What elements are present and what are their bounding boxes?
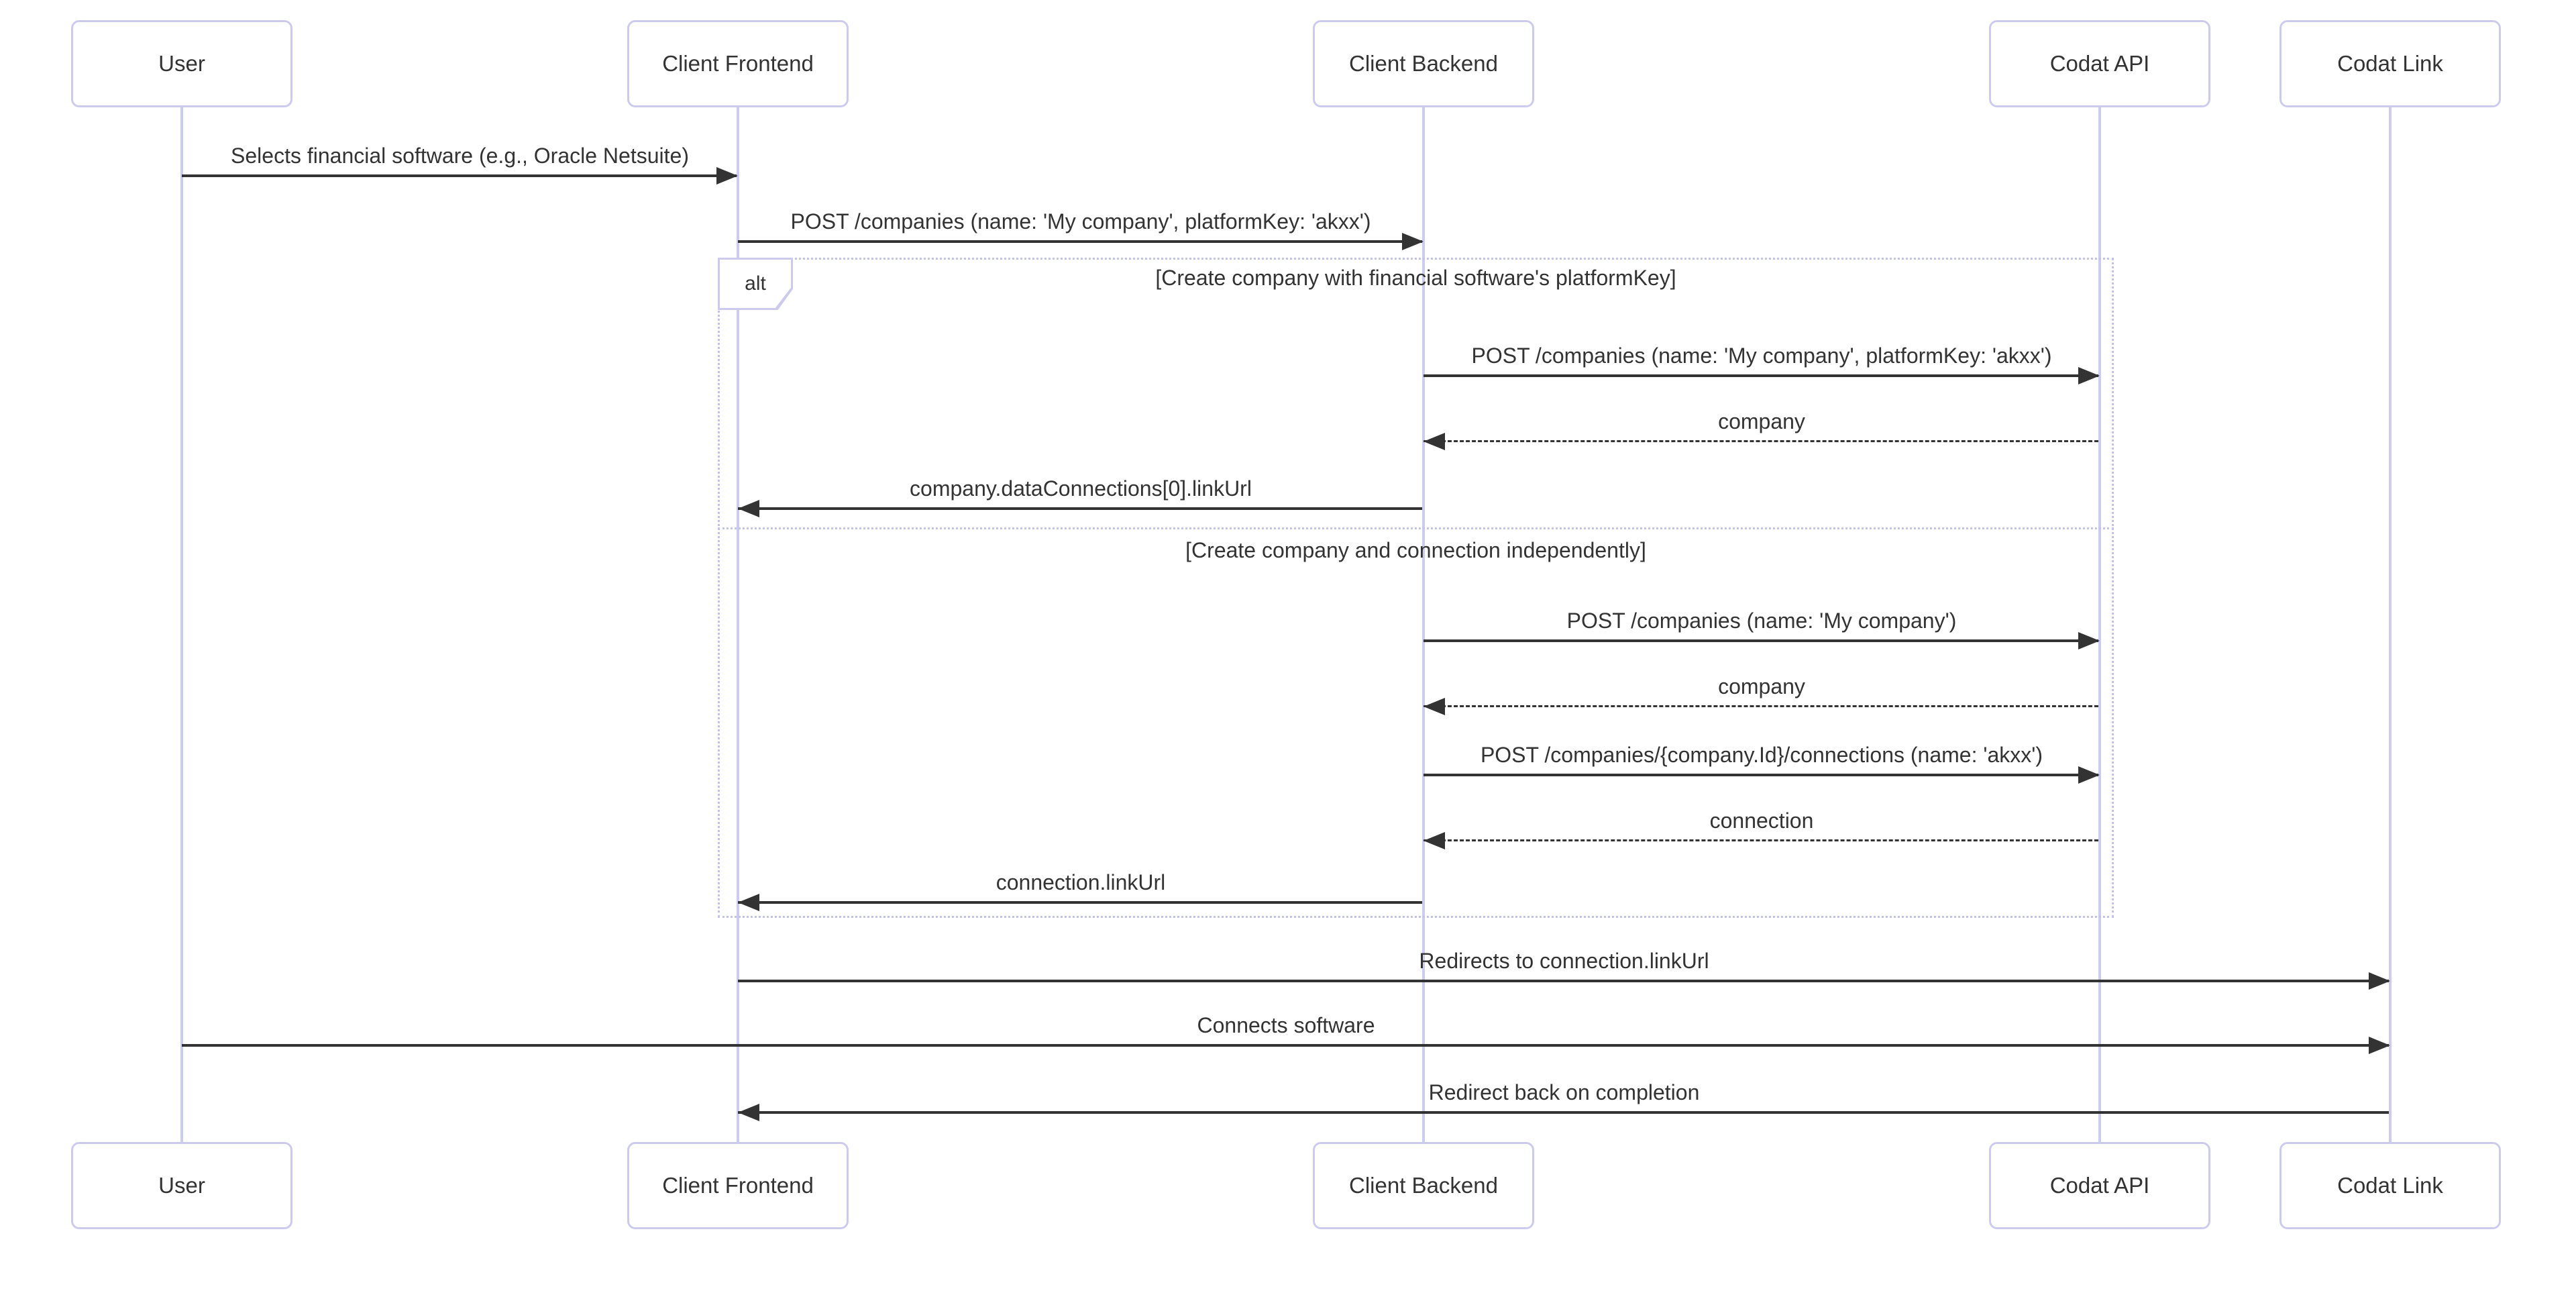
actor-codat-link-bottom: Codat Link [2279,1142,2501,1229]
message-label: POST /companies (name: 'My company') [1566,609,1957,633]
message-label: POST /companies/{company.Id}/connections… [1480,743,2043,767]
message-company-reply-2: company [1424,672,2100,715]
arrowhead-left-icon [738,894,759,911]
message-label: company.dataConnections[0].linkUrl [910,476,1252,501]
actor-label: Codat Link [2337,51,2443,76]
lifeline-user [180,107,183,1143]
message-label: Connects software [1197,1013,1375,1037]
message-label: Selects financial software (e.g., Oracle… [231,144,689,168]
actor-label: Client Frontend [662,51,814,76]
arrowhead-left-icon [1424,698,1445,715]
arrowhead-right-icon [716,167,738,185]
alt-section-divider [718,527,2114,529]
actor-codat-api-top: Codat API [1989,20,2210,107]
message-connection-reply: connection [1424,806,2100,849]
alt-label: alt [720,260,791,308]
arrow-line [1424,639,2098,642]
arrow-line [738,507,1422,510]
actor-client-frontend-bottom: Client Frontend [627,1142,849,1229]
alt-condition-1: [Create company with financial software'… [1155,266,1676,290]
message-post-companies-platformkey-fe: POST /companies (name: 'My company', pla… [738,207,1424,250]
arrow-line [738,901,1422,904]
lifeline-client-frontend [737,107,739,1143]
arrow-line [738,1111,2389,1114]
message-connects-software: Connects software [182,1010,2390,1054]
actor-client-backend-bottom: Client Backend [1313,1142,1534,1229]
lifeline-codat-link [2389,107,2392,1143]
actor-label: Codat API [2049,51,2150,76]
message-label: company [1718,674,1805,698]
alt-label-tag: alt [718,258,793,310]
actor-user-top: User [71,20,292,107]
arrowhead-left-icon [1424,832,1445,849]
message-label: POST /companies (name: 'My company', pla… [790,209,1371,233]
actor-client-frontend-top: Client Frontend [627,20,849,107]
arrow-line [1424,374,2098,377]
arrow-line [182,1044,2389,1047]
message-redirect-back: Redirect back on completion [738,1078,2390,1121]
actor-codat-api-bottom: Codat API [1989,1142,2210,1229]
actor-label: Client Backend [1349,1173,1498,1198]
message-label: connection.linkUrl [996,870,1166,894]
arrow-line-dashed [1424,440,2098,442]
actor-label: Client Frontend [662,1173,814,1198]
actor-label: Codat API [2049,1173,2150,1198]
message-label: Redirect back on completion [1428,1080,1700,1104]
message-label: connection [1709,809,1814,833]
actor-user-bottom: User [71,1142,292,1229]
arrow-line-dashed [1424,705,2098,707]
arrow-line [738,980,2389,982]
message-label: POST /companies (name: 'My company', pla… [1471,344,2052,368]
actor-label: User [158,1173,205,1198]
message-dataconnections-linkurl: company.dataConnections[0].linkUrl [738,474,1424,517]
arrowhead-left-icon [738,1104,759,1121]
arrow-line [182,174,737,177]
alt-frame [718,258,2114,918]
message-selects-software: Selects financial software (e.g., Oracle… [182,141,738,185]
arrowhead-right-icon [2078,766,2100,784]
arrowhead-right-icon [2369,1037,2390,1054]
message-connection-linkurl: connection.linkUrl [738,868,1424,911]
lifeline-codat-api [2098,107,2101,1143]
arrowhead-right-icon [2078,367,2100,384]
actor-client-backend-top: Client Backend [1313,20,1534,107]
message-redirects-linkurl: Redirects to connection.linkUrl [738,946,2390,990]
arrowhead-right-icon [2078,632,2100,650]
actor-codat-link-top: Codat Link [2279,20,2501,107]
message-label: company [1718,409,1805,433]
arrowhead-right-icon [2369,972,2390,990]
arrow-line [738,240,1422,243]
message-company-reply-1: company [1424,407,2100,450]
message-post-connections: POST /companies/{company.Id}/connections… [1424,740,2100,784]
arrow-line-dashed [1424,839,2098,841]
actor-label: User [158,51,205,76]
arrow-line [1424,774,2098,776]
message-label: Redirects to connection.linkUrl [1419,949,1709,973]
lifeline-client-backend [1422,107,1425,1143]
actor-label: Client Backend [1349,51,1498,76]
arrowhead-left-icon [738,500,759,517]
message-post-companies-name: POST /companies (name: 'My company') [1424,606,2100,650]
arrowhead-right-icon [1402,233,1424,250]
arrowhead-left-icon [1424,433,1445,450]
message-post-companies-platformkey-be: POST /companies (name: 'My company', pla… [1424,341,2100,384]
actor-label: Codat Link [2337,1173,2443,1198]
alt-condition-2: [Create company and connection independe… [1185,538,1646,562]
